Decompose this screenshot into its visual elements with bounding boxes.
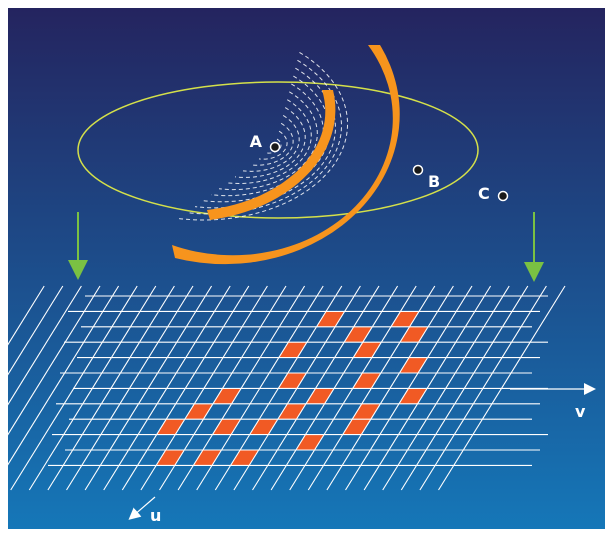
grid-col-line <box>326 285 454 491</box>
grid-col-line <box>84 285 213 491</box>
grid-col-line <box>0 285 45 359</box>
grid-col-line <box>419 285 547 491</box>
highlighted-cell <box>352 373 381 389</box>
grid-col-line <box>0 285 120 479</box>
highlighted-cell <box>399 326 429 343</box>
grid-col-line <box>252 285 380 491</box>
grid-col-line <box>345 285 473 491</box>
highlighted-cell <box>278 373 307 389</box>
grid-col-line <box>121 285 250 491</box>
highlighted-cell <box>353 342 382 358</box>
highlighted-cell <box>249 419 278 435</box>
point-c-label: C <box>478 184 490 203</box>
highlighted-cell <box>156 419 185 435</box>
grid-col-line <box>66 285 194 491</box>
point-marker-icon <box>269 141 281 153</box>
grid-col-line <box>289 285 417 491</box>
dashed-arc <box>226 99 312 184</box>
u-axis: u <box>128 496 161 525</box>
grid-col-line <box>177 285 306 491</box>
dashed-arc <box>258 130 288 160</box>
dashed-arc <box>266 138 282 154</box>
highlighted-cell <box>212 388 242 404</box>
point-marker-icon <box>412 164 424 176</box>
grid-col-line <box>47 285 175 491</box>
dashed-arc <box>242 115 300 172</box>
dashed-arc-group <box>178 51 348 221</box>
highlighted-cell <box>390 311 420 327</box>
dashed-arc <box>178 51 348 221</box>
axis-u-label: u <box>150 506 161 525</box>
grid-col-line <box>214 285 343 491</box>
grid-col-line <box>382 285 510 491</box>
outer-ellipse <box>77 81 479 219</box>
highlighted-cell <box>399 357 428 373</box>
highlighted-cell <box>344 326 373 343</box>
grid-col-line <box>0 285 64 389</box>
highlighted-cell <box>352 403 381 420</box>
highlighted-cell <box>193 450 222 466</box>
point-b-label: B <box>428 172 440 191</box>
grid-col-line <box>159 285 287 491</box>
arrow-down-left-icon <box>128 496 156 520</box>
grid-col-line <box>438 285 566 491</box>
dashed-arc <box>202 75 330 203</box>
highlighted-cell <box>342 419 371 435</box>
grid-col-line <box>233 285 361 491</box>
highlighted-cell <box>305 388 335 404</box>
grid-col-line <box>10 285 138 491</box>
background-panel <box>8 8 605 529</box>
highlighted-cell <box>156 450 185 466</box>
highlighted-cell <box>277 403 306 420</box>
grid-col-line <box>270 285 399 491</box>
grid-col-line <box>363 285 492 491</box>
highlighted-cell <box>398 388 428 404</box>
point-b: B <box>412 164 440 191</box>
highlighted-cell <box>316 311 345 327</box>
grid-col-line <box>196 285 324 491</box>
dashed-arc <box>218 91 318 191</box>
axis-v-label: v <box>575 402 586 421</box>
dashed-arc <box>234 107 306 178</box>
arc-band-b <box>207 90 336 220</box>
uv-grid <box>0 285 566 491</box>
highlighted-cell <box>278 342 307 358</box>
disk-illustration: A B C <box>77 45 509 265</box>
v-axis: v <box>510 383 596 421</box>
highlighted-cell <box>230 450 259 466</box>
highlighted-cell <box>212 419 241 435</box>
highlighted-cell <box>295 434 325 450</box>
grid-col-line <box>103 285 231 491</box>
dashed-arc <box>210 83 324 197</box>
grid-col-line <box>400 285 529 491</box>
point-c: C <box>478 184 509 203</box>
dashed-arc <box>250 122 294 166</box>
point-marker-icon <box>497 190 509 202</box>
grid-col-line <box>0 285 82 419</box>
grid-col-line <box>28 285 157 491</box>
point-a: A <box>250 132 281 153</box>
grid-col-line <box>307 285 436 491</box>
highlighted-cell <box>184 403 213 420</box>
point-a-label: A <box>250 132 263 151</box>
grid-col-line <box>140 285 268 491</box>
grid-col-line <box>0 285 101 449</box>
